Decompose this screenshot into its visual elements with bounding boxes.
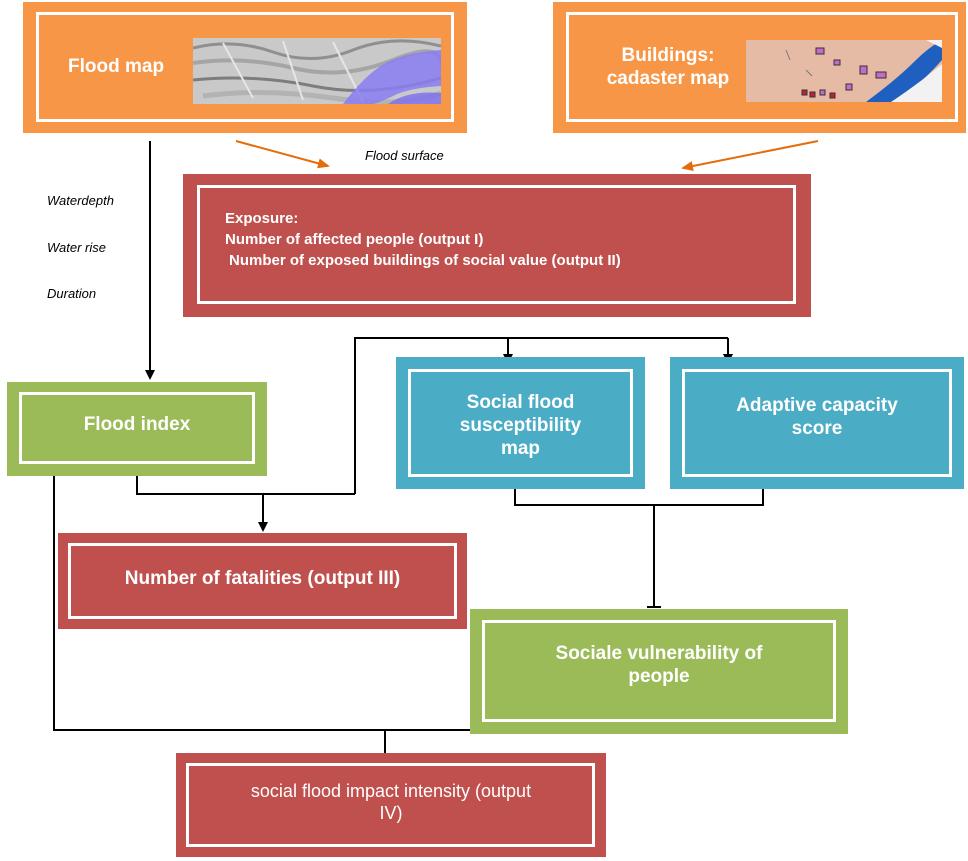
flood-index-label: Flood index xyxy=(83,414,191,435)
impact-intensity-label: social flood impact intensity (output IV… xyxy=(176,780,606,824)
flood-map-thumbnail xyxy=(193,38,441,104)
arrow-flood-map-to-exposure xyxy=(235,140,330,169)
social-susceptibility-line1: Social flood xyxy=(466,392,575,413)
buildings-label-line1: Buildings: xyxy=(621,45,715,66)
adaptive-capacity-label: Adaptive capacity score xyxy=(670,394,964,440)
fatalities-label: Number of fatalities (output III) xyxy=(124,568,401,589)
duration-label: Duration xyxy=(47,286,97,301)
social-susceptibility-line3: map xyxy=(500,438,541,459)
exposure-node: Exposure: Number of affected people (out… xyxy=(183,174,811,317)
flood-map-node: Flood map xyxy=(23,2,467,133)
water-rise-label: Water rise xyxy=(47,240,106,255)
social-susceptibility-line2: susceptibility xyxy=(459,415,582,436)
impact-intensity-line1: social flood impact intensity (output xyxy=(250,781,532,801)
buildings-node: Buildings: cadaster map xyxy=(553,2,966,133)
exposure-output-2: Number of exposed buildings of social va… xyxy=(229,252,621,269)
social-susceptibility-node: Social flood susceptibility map xyxy=(396,357,645,489)
flood-index-to-fatalities-line xyxy=(136,476,355,495)
waterdepth-label: Waterdepth xyxy=(47,193,114,208)
flood-map-label: Flood map xyxy=(68,56,165,77)
flood-surface-label: Flood surface xyxy=(365,148,444,163)
buildings-label: Buildings: cadaster map xyxy=(593,44,743,90)
social-vulnerability-line2: people xyxy=(628,666,690,687)
adaptive-capacity-line1: Adaptive capacity xyxy=(736,395,898,416)
adaptive-capacity-line2: score xyxy=(791,418,843,439)
fatalities-node: Number of fatalities (output III) xyxy=(58,533,467,629)
impact-intensity-line2: IV) xyxy=(379,803,403,823)
exposure-title: Exposure: xyxy=(225,210,299,227)
adaptive-capacity-node: Adaptive capacity score xyxy=(670,357,964,489)
exposure-output-1: Number of affected people (output I) xyxy=(225,231,484,248)
impact-intensity-node: social flood impact intensity (output IV… xyxy=(176,753,606,857)
social-vulnerability-line1: Sociale vulnerability of xyxy=(555,643,763,664)
exposure-label: Exposure: Number of affected people (out… xyxy=(225,208,621,271)
social-vulnerability-label: Sociale vulnerability of people xyxy=(470,642,848,688)
buildings-label-line2: cadaster map xyxy=(606,68,730,89)
arrow-buildings-to-exposure xyxy=(681,140,819,171)
cadaster-map-thumbnail xyxy=(746,40,942,102)
social-susceptibility-label: Social flood susceptibility map xyxy=(396,391,645,461)
social-vulnerability-node: Sociale vulnerability of people xyxy=(470,609,848,734)
flood-index-node: Flood index xyxy=(7,382,267,476)
